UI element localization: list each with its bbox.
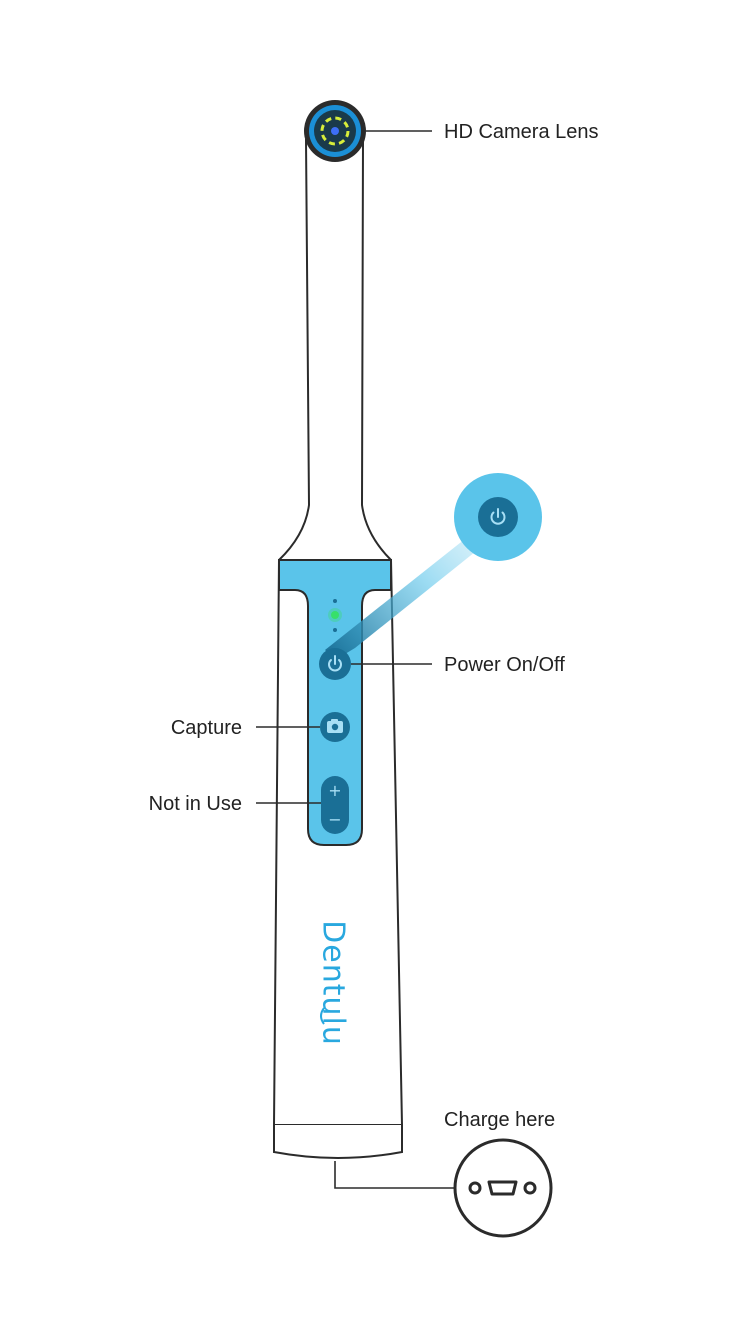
leader-lines bbox=[256, 130, 456, 1189]
zoom-stepper[interactable]: + − bbox=[321, 776, 349, 834]
leader-charge bbox=[334, 1161, 456, 1189]
power-led bbox=[331, 611, 339, 619]
label-not-in-use: Not in Use bbox=[149, 793, 242, 815]
power-icon bbox=[328, 655, 342, 672]
status-dot-top bbox=[333, 599, 337, 603]
charging-port-callout bbox=[453, 1138, 553, 1238]
zoom-power-button bbox=[478, 497, 518, 537]
camera-lens bbox=[304, 100, 366, 162]
brand-smile-mark bbox=[320, 1007, 325, 1025]
stepper-minus[interactable]: − bbox=[328, 810, 341, 829]
device-end-cap bbox=[273, 1125, 403, 1159]
label-power: Power On/Off bbox=[444, 654, 565, 676]
stepper-plus[interactable]: + bbox=[328, 781, 341, 800]
status-dot-bottom bbox=[333, 628, 337, 632]
capture-button[interactable] bbox=[320, 712, 350, 742]
label-charge: Charge here bbox=[444, 1109, 555, 1131]
lens-core bbox=[331, 127, 339, 135]
zoom-power-icon bbox=[490, 508, 506, 525]
power-button[interactable] bbox=[319, 648, 351, 680]
brand-logo: Dentulu bbox=[316, 920, 351, 1046]
label-capture: Capture bbox=[171, 717, 242, 739]
camera-icon bbox=[327, 719, 343, 733]
control-panel bbox=[278, 559, 392, 846]
usb-port-icon bbox=[468, 1180, 537, 1196]
lens-led-ring bbox=[320, 116, 350, 146]
label-hd-camera-lens: HD Camera Lens bbox=[444, 121, 599, 143]
brand-name: Dentulu bbox=[316, 920, 351, 1046]
